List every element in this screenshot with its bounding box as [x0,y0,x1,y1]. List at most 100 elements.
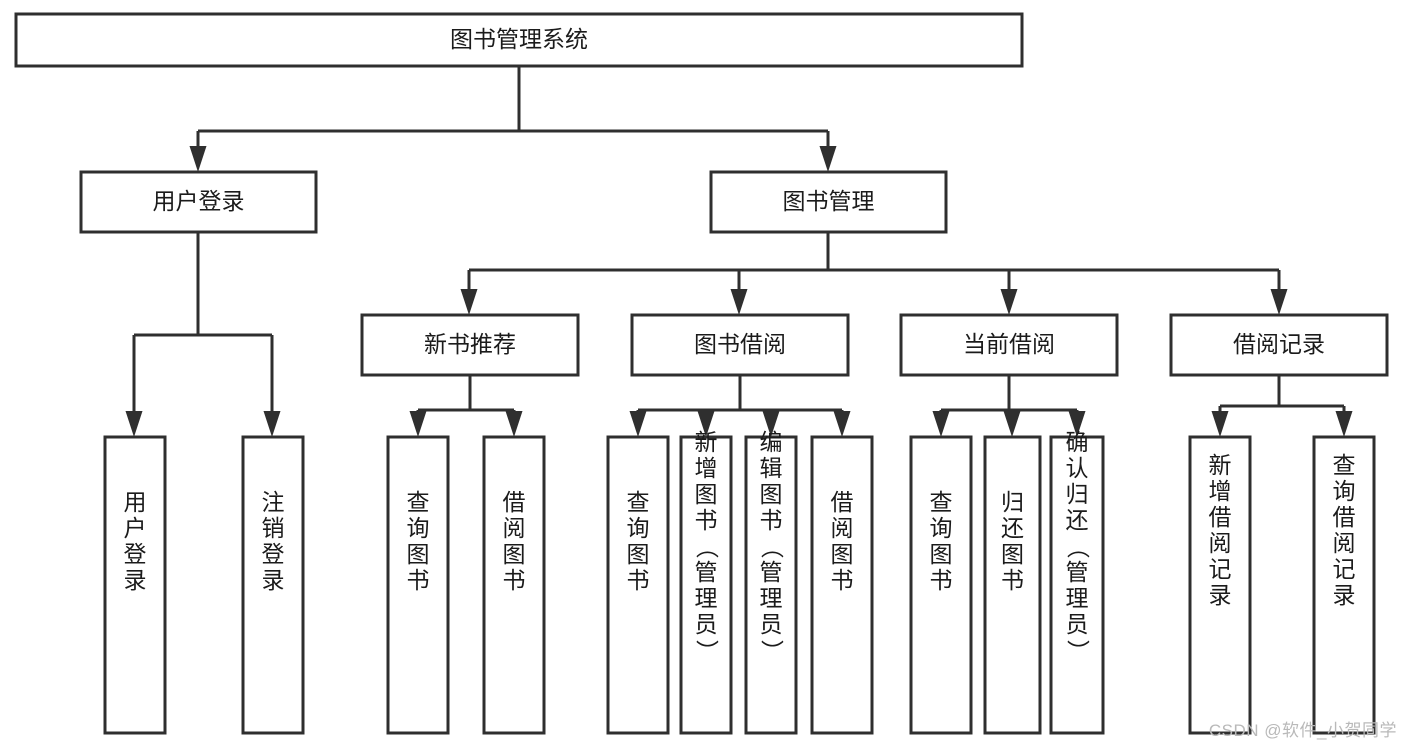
node-label-char: 确 [1066,429,1089,455]
node-label-char: 记 [1333,556,1356,582]
node-label: 图书管理 [783,188,875,214]
node-label: 新书推荐 [424,331,516,357]
connector-edge-recommend-bus [409,375,523,437]
node-rect [909,435,973,735]
node-label-char: 归 [1066,481,1089,507]
node-label-char: 书 [627,567,650,593]
node-new-book-recommend[interactable]: 新书推荐 [360,313,580,377]
connector-edge-borrowrecord-bus [1211,375,1353,437]
node-label-char: 阅 [1333,530,1356,556]
node-label-char: 查 [930,489,953,515]
node-rect [14,12,1024,68]
node-book-borrow[interactable]: 图书借阅 [630,313,850,377]
node-label-char: 书 [930,567,953,593]
node-book-manage[interactable]: 图书管理 [709,170,948,234]
node-label-char: 阅 [1209,530,1232,556]
node-label-char: 增 [695,455,718,481]
node-label-char: 理 [695,585,718,611]
node-label-char: 书 [407,567,430,593]
leaf-leaf-user-login[interactable]: 用户登录 [103,435,167,735]
node-rect [744,435,798,735]
node-label-char: 新 [1209,452,1232,478]
node-label-char: 注 [262,489,285,515]
node-rect [679,435,733,735]
node-label-char: 还 [1001,515,1024,541]
node-label-char: ） [694,640,720,663]
node-label-char: 员 [760,611,783,637]
node-label-char: 询 [407,515,430,541]
node-rect [983,435,1042,735]
node-rect [1188,435,1252,735]
node-label: 图书借阅 [694,331,786,357]
node-label-char: 图 [760,481,783,507]
node-label-char: 阅 [831,515,854,541]
node-label-char: 图 [1001,541,1024,567]
node-label-char: 辑 [760,455,783,481]
node-label-char: 理 [760,585,783,611]
node-label-char: 借 [1209,504,1232,530]
node-label-char: 录 [1333,582,1356,608]
node-user-login[interactable]: 用户登录 [79,170,318,234]
node-label-char: 管 [695,559,718,585]
node-label-char: 查 [1333,452,1356,478]
node-rect [241,435,305,735]
node-label-char: 书 [1001,567,1024,593]
node-label-char: ） [759,640,785,663]
node-label: 用户登录 [153,188,245,214]
node-label-char: 询 [930,515,953,541]
node-label-char: 员 [1066,611,1089,637]
node-borrow-record[interactable]: 借阅记录 [1169,313,1389,377]
node-label-char: 图 [407,541,430,567]
node-label-char: （ [1065,536,1091,559]
node-label-char: 理 [1066,585,1089,611]
node-rect [810,435,874,735]
node-label-char: 书 [831,567,854,593]
node-rect [1312,435,1376,735]
node-label-char: 查 [407,489,430,515]
node-label-char: 询 [1333,478,1356,504]
node-label-char: 编 [760,429,783,455]
node-label: 图书管理系统 [450,26,588,52]
node-label: 当前借阅 [963,331,1055,357]
node-label-char: 图 [695,481,718,507]
node-label-char: 书 [760,507,783,533]
node-rect [709,170,948,234]
node-rect [630,313,850,377]
node-current-borrow[interactable]: 当前借阅 [899,313,1119,377]
node-label-char: （ [759,536,785,559]
node-rect [360,313,580,377]
node-rect [386,435,450,735]
node-label-char: 销 [262,515,285,541]
node-label-char: 书 [695,507,718,533]
node-rect [482,435,546,735]
node-label-char: 员 [695,611,718,637]
node-label-char: 录 [124,567,147,593]
node-label-char: ） [1065,640,1091,663]
node-root[interactable]: 图书管理系统 [14,12,1024,68]
node-rect [1169,313,1389,377]
connector-edge-bookmanage-bus [460,232,1288,315]
node-label-char: 录 [1209,582,1232,608]
boxes-layer: 图书管理系统用户登录图书管理新书推荐图书借阅当前借阅借阅记录用户登录注销登录查询… [14,12,1389,735]
node-label-char: 图 [831,541,854,567]
node-label-char: 管 [760,559,783,585]
node-label-char: 认 [1066,455,1089,481]
node-label: 借阅记录 [1233,331,1325,357]
node-label-char: （ [694,536,720,559]
connector-edge-userlogin-bus [125,232,281,437]
node-label-char: 询 [627,515,650,541]
